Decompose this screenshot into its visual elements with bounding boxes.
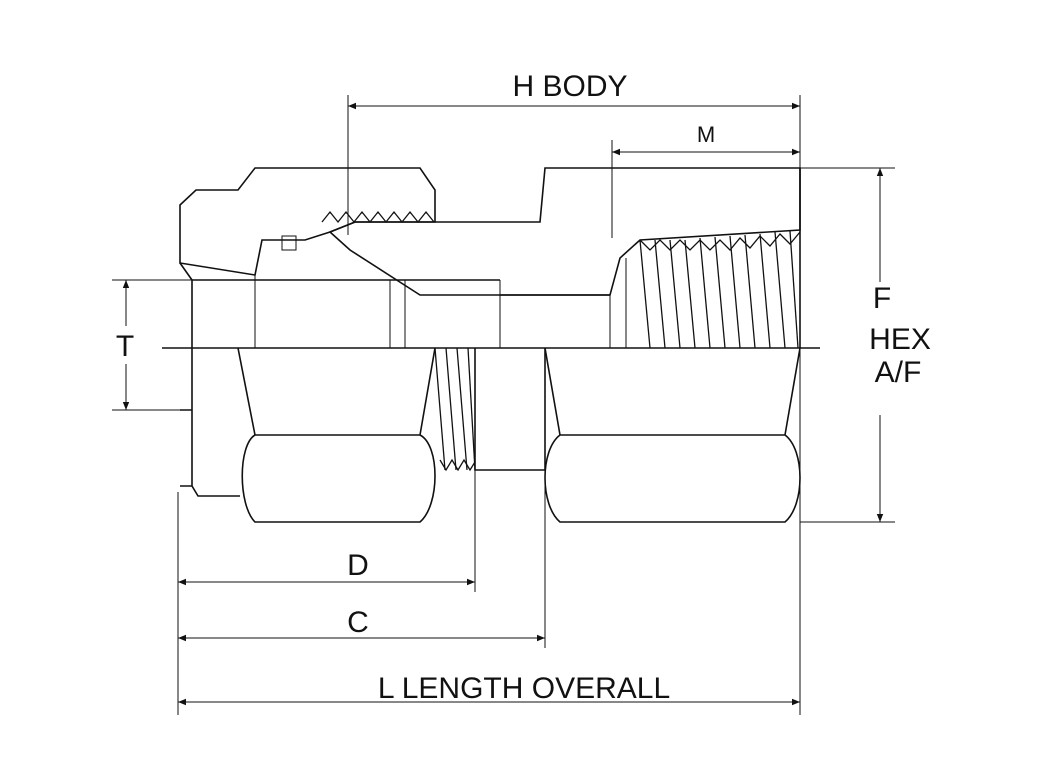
bore-outline bbox=[179, 168, 801, 348]
h-body-label: H BODY bbox=[512, 70, 627, 103]
m-label: M bbox=[697, 122, 715, 147]
upper-section bbox=[179, 167, 801, 349]
nut-thread-teeth bbox=[321, 210, 435, 224]
dimensions bbox=[112, 95, 895, 715]
ferrule-notch bbox=[281, 235, 297, 251]
lower-external-view bbox=[180, 347, 801, 715]
body-thread-visible bbox=[434, 347, 476, 472]
body-section-middle bbox=[328, 167, 801, 296]
l-overall-label: L LENGTH OVERALL bbox=[378, 672, 670, 705]
c-label: C bbox=[347, 606, 369, 639]
af-label: A/F bbox=[875, 356, 922, 389]
female-thread-lines bbox=[639, 230, 801, 349]
body-hex-faces bbox=[544, 347, 801, 523]
t-label: T bbox=[116, 330, 134, 363]
f-label: F bbox=[873, 282, 891, 315]
nut-profile bbox=[180, 348, 240, 497]
d-label: D bbox=[347, 549, 369, 582]
body-neck bbox=[474, 348, 546, 471]
nut-hex-faces bbox=[237, 347, 436, 523]
hex-label: HEX bbox=[869, 323, 931, 356]
